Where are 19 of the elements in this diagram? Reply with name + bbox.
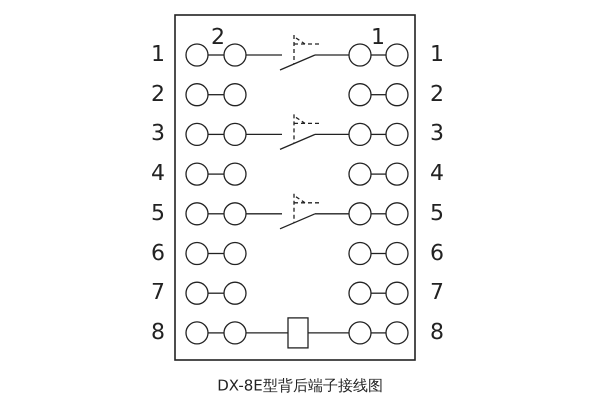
terminal-number: 7 <box>151 282 165 304</box>
terminal-number: 5 <box>151 202 165 225</box>
contact-number: 1 <box>371 27 385 49</box>
terminal-number: 5 <box>430 202 444 225</box>
terminal-number: 2 <box>430 84 444 106</box>
terminal-number: 4 <box>151 163 165 186</box>
terminal-number: 6 <box>430 242 444 264</box>
contact-number: 2 <box>211 27 225 49</box>
terminal-number: 2 <box>151 84 165 106</box>
terminal-number: 6 <box>151 242 165 264</box>
terminal-number: 7 <box>430 282 444 304</box>
terminal-number: 8 <box>151 322 165 344</box>
caption: DX-8E型背后端子接线图 <box>217 376 383 396</box>
terminal-number: 3 <box>430 123 444 146</box>
terminal-number: 8 <box>430 322 444 344</box>
terminal-number: 1 <box>151 44 165 66</box>
terminal-number: 1 <box>430 44 444 66</box>
terminal-number: 3 <box>151 123 165 146</box>
terminal-number: 4 <box>430 163 444 186</box>
